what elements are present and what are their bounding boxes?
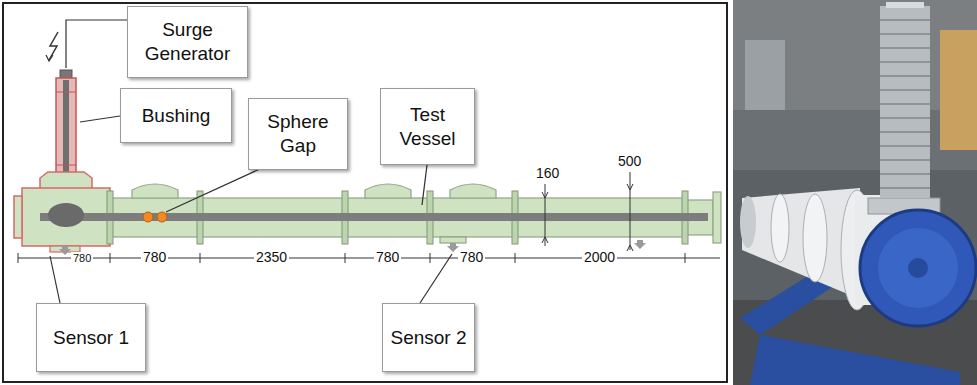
dimension-label: 2350 [254,250,289,265]
dimension-label: 780 [71,252,93,264]
photo-illustration [733,0,977,385]
dimension-label: 500 [616,154,643,169]
callout-text: Sphere Gap [255,110,341,158]
callout-box: Surge Generator [127,6,248,78]
dimension-label: 780 [141,250,168,265]
callout-box: Sensor 1 [36,303,146,372]
dimension-label: 160 [534,166,561,181]
callout-text: Surge Generator [134,18,241,66]
conductor [40,203,708,227]
left-housing [14,172,110,252]
callout-text: Sensor 1 [53,326,129,350]
callout-box: Sensor 2 [382,303,475,372]
callout-box: Sphere Gap [248,98,348,170]
lightning-symbol [46,32,58,61]
callout-text: Bushing [142,104,211,128]
panel-frame [3,3,727,382]
dimension-label: 780 [374,250,401,265]
dimension-label: 2000 [582,250,617,265]
callout-text: Sensor 2 [390,326,466,350]
bushing-drawing [56,70,76,180]
callout-box: Bushing [120,88,232,143]
callout-box: Test Vessel [380,88,475,165]
callout-text: Test Vessel [387,103,468,151]
dimension-label: 780 [458,250,485,265]
